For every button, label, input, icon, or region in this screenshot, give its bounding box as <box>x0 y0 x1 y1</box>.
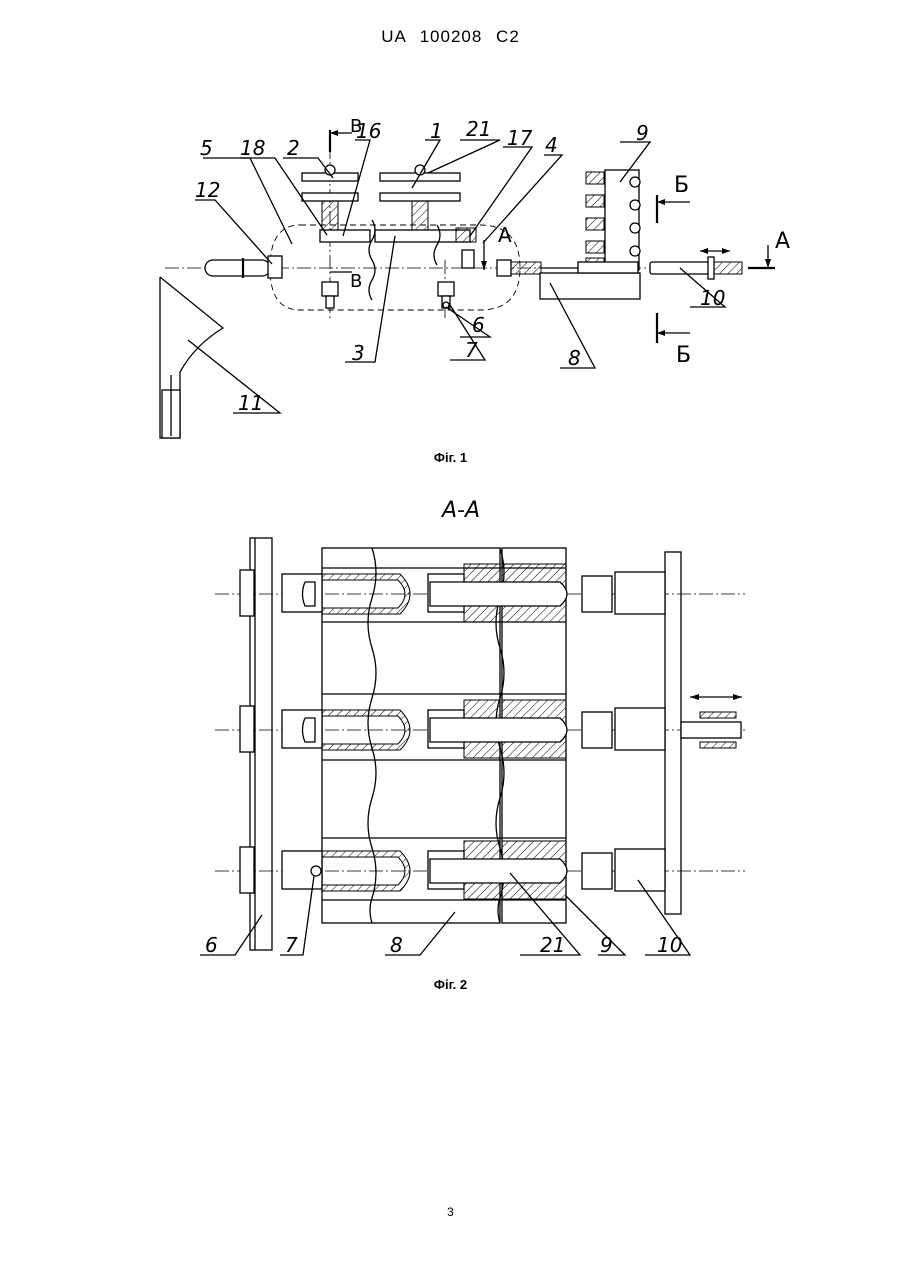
fig2-callout-21: 21 <box>540 933 565 957</box>
channel-row-3 <box>215 841 745 899</box>
section-mark-v-top: В <box>350 116 362 137</box>
figure-2-caption: Фіг. 2 <box>0 977 901 992</box>
fig2-callout-7: 7 <box>285 933 298 957</box>
callout-1: 1 <box>430 119 443 143</box>
callout-8: 8 <box>568 346 581 370</box>
callout-5: 5 <box>200 136 213 160</box>
callout-12: 12 <box>195 178 220 202</box>
callout-17: 17 <box>507 126 533 150</box>
callout-18: 18 <box>240 136 265 160</box>
callout-9: 9 <box>636 121 649 145</box>
fig2-callout-9: 9 <box>600 933 613 957</box>
callout-10: 10 <box>700 286 725 310</box>
callout-6: 6 <box>472 313 485 337</box>
callout-4: 4 <box>545 133 558 157</box>
page-number: 3 <box>0 1205 901 1219</box>
section-title-a-a: А-А <box>440 498 480 523</box>
callout-3: 3 <box>352 341 365 365</box>
fig2-callout-10: 10 <box>657 933 682 957</box>
callout-7: 7 <box>465 338 478 362</box>
fig2-callout-6: 6 <box>205 933 218 957</box>
section-mark-b-top: Б <box>674 173 689 198</box>
section-mark-a-right: А <box>775 229 790 254</box>
channel-row-1 <box>215 564 745 622</box>
section-mark-b-bottom: Б <box>676 343 691 368</box>
fig2-callout-8: 8 <box>390 933 403 957</box>
callout-2: 2 <box>287 136 300 160</box>
callout-11: 11 <box>238 391 263 415</box>
figure-2-drawing <box>200 538 745 955</box>
callout-21: 21 <box>466 117 491 141</box>
section-mark-v-bottom: В <box>350 271 362 292</box>
figure-1-caption: Фіг. 1 <box>0 450 901 465</box>
section-mark-a-left: А <box>498 223 512 247</box>
